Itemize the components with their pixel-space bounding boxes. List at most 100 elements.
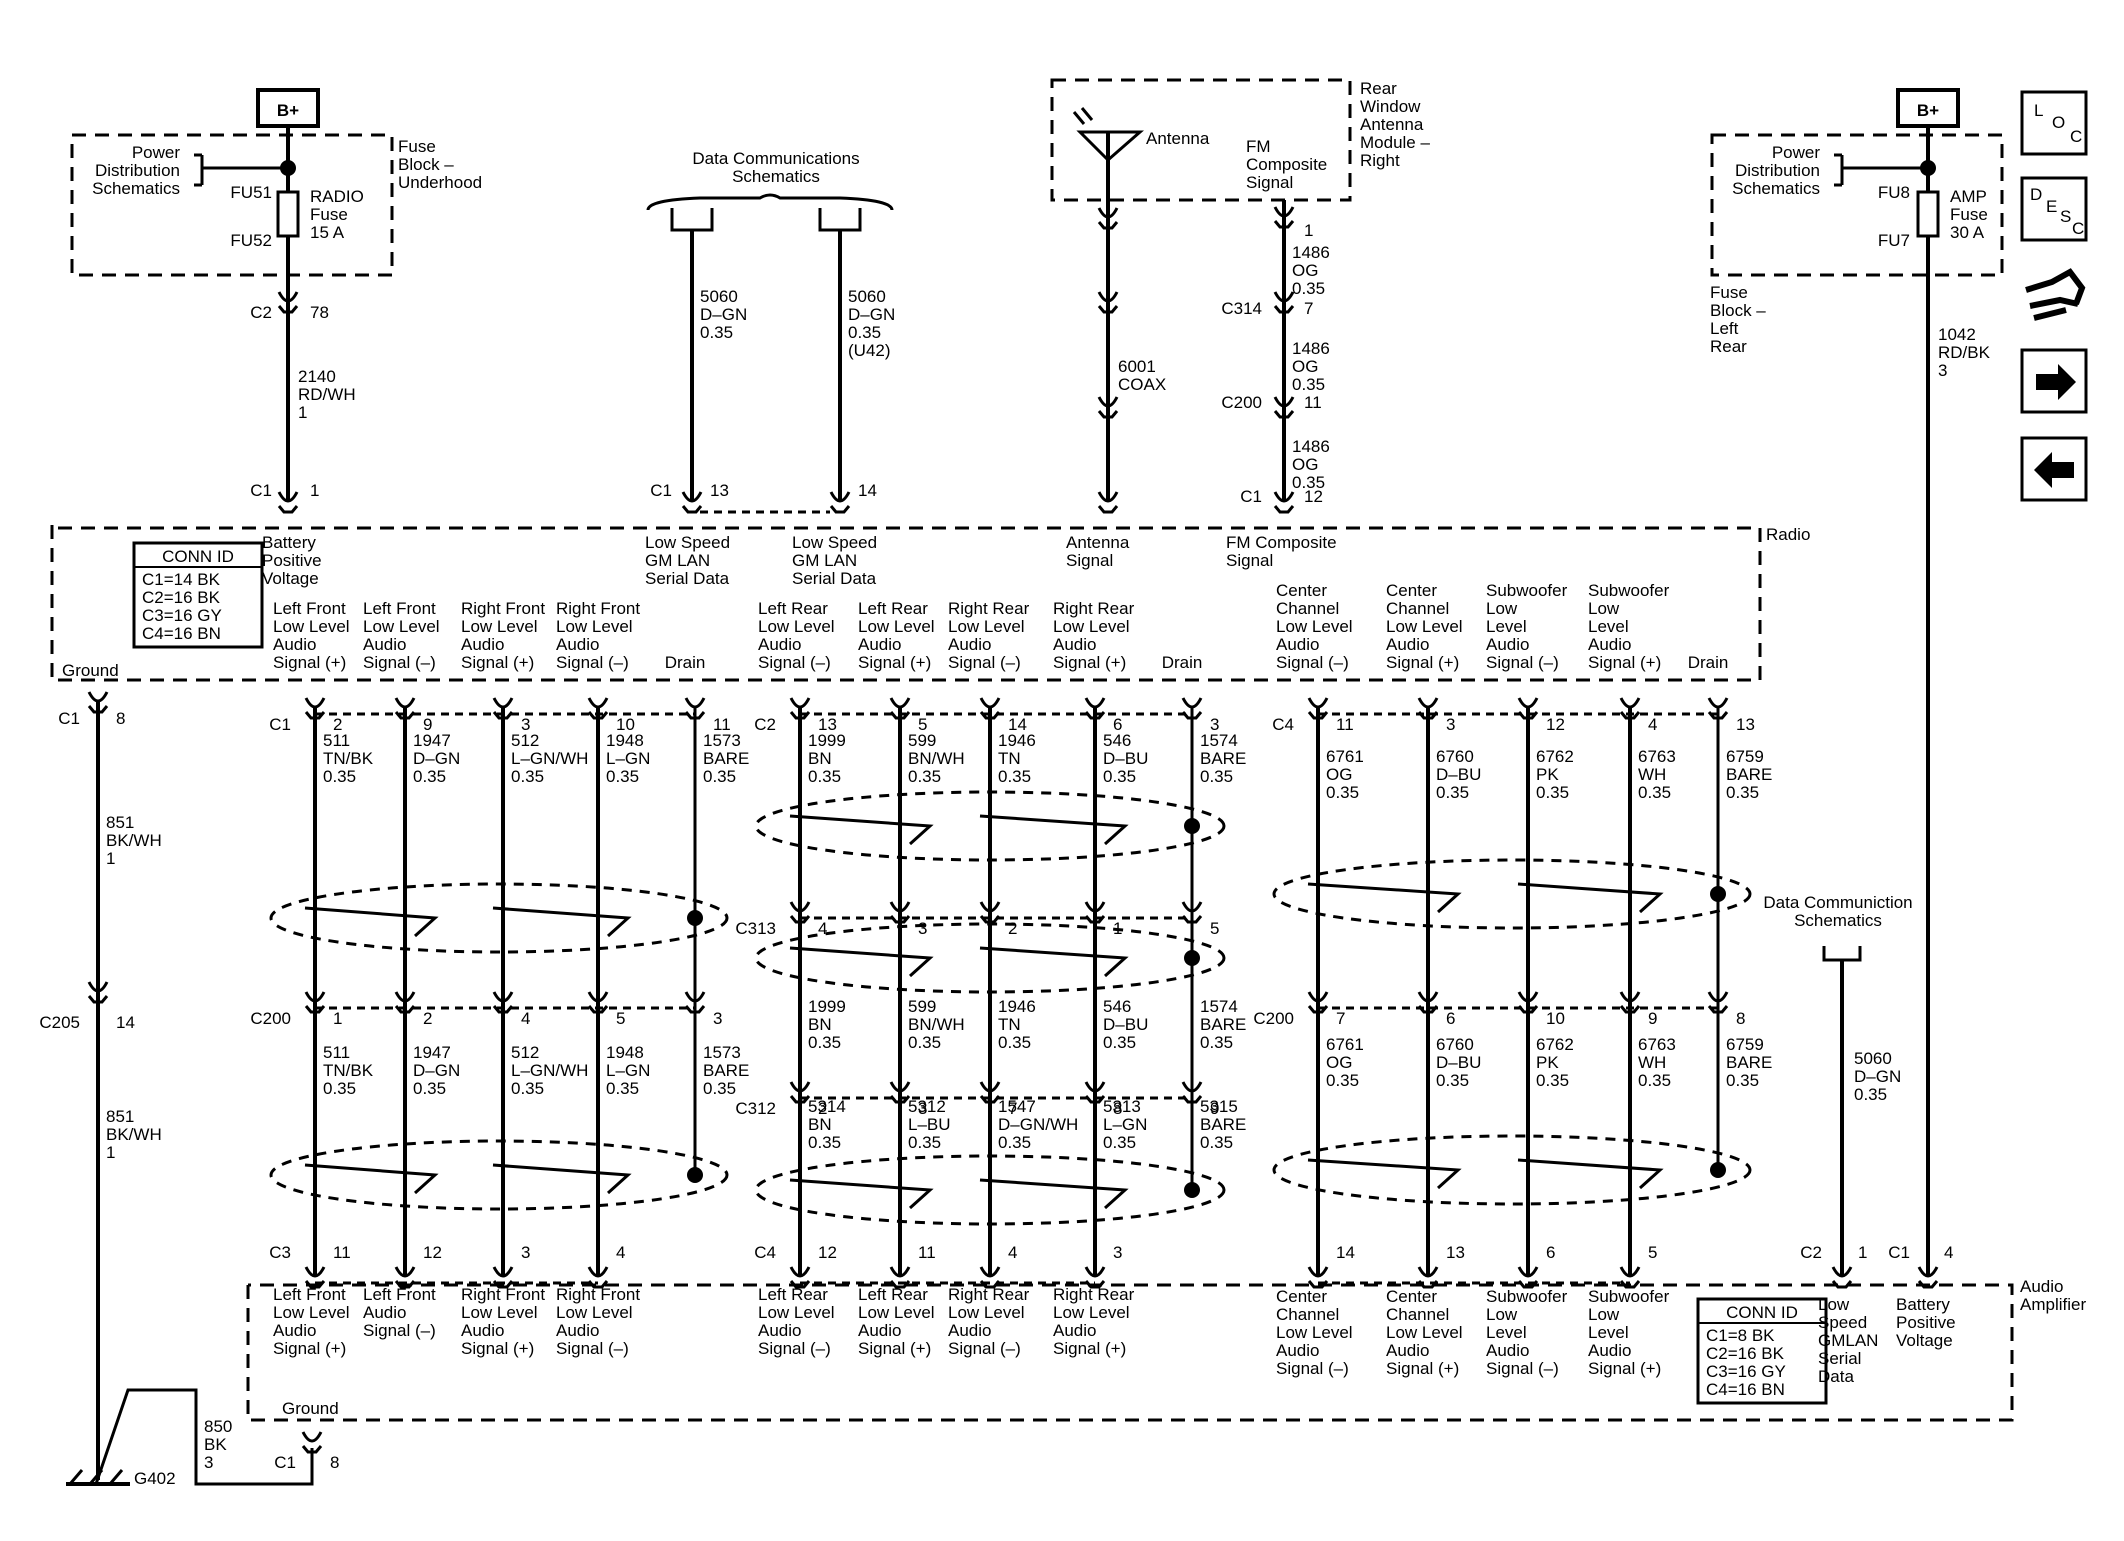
wire-label: 6762: [1536, 747, 1574, 766]
radio-fuse-icon: [276, 190, 300, 238]
radio-signal-label: Right Front: [461, 599, 545, 618]
inline-connector-label: C200: [250, 1009, 291, 1028]
wire-label: BN: [808, 749, 832, 768]
wire-5060a-label: D–GN: [700, 305, 747, 324]
low-speed-gmlan-b: Serial Data: [792, 569, 877, 588]
amp-signal-label: Low Level: [461, 1303, 538, 1322]
wire-label: 0.35: [808, 1133, 841, 1152]
wire-1042-label: RD/BK: [1938, 343, 1991, 362]
radio-pin: 13: [1736, 715, 1755, 734]
fm-pin-11: 11: [1304, 393, 1322, 412]
amp-signal-label: Center: [1276, 1287, 1327, 1306]
wire-label: BARE: [703, 1061, 749, 1080]
wire-label: BARE: [1200, 1015, 1246, 1034]
low-speed-gmlan-b: Low Speed: [792, 533, 877, 552]
connector-antenna: [1097, 491, 1119, 503]
wire-label: 1999: [808, 997, 846, 1016]
wire-label: L–GN/WH: [511, 749, 588, 768]
connector-fm: [1273, 396, 1295, 408]
radio-signal-label: Center: [1276, 581, 1327, 600]
connector-c1-1: [277, 491, 299, 503]
twist-pair-2: [492, 906, 632, 938]
loc-button[interactable]: [2020, 90, 2088, 156]
wire-5060a-label: 5060: [700, 287, 738, 306]
twist-pair-2: [979, 1178, 1129, 1210]
gmlan-amp-symbol: [1822, 946, 1862, 962]
wire-label: 0.35: [1103, 1133, 1136, 1152]
wire-label: 1947: [413, 1043, 451, 1062]
radio-ground-label: Ground: [62, 661, 119, 680]
amp-pin-1: 1: [1858, 1243, 1867, 1262]
wire-label: 6760: [1436, 1035, 1474, 1054]
connector-radio-pin: [492, 697, 514, 709]
radio-signal-label: Low Level: [461, 617, 538, 636]
wire-label: 512: [511, 731, 539, 750]
connector-inline: [492, 1005, 514, 1014]
low-speed-gmlan-a: Low Speed: [645, 533, 730, 552]
connector-amp-pin: [979, 1266, 1001, 1278]
amp-signal-label: Low Level: [858, 1303, 935, 1322]
amp-battery-label: Voltage: [1896, 1331, 1953, 1350]
twisted-pair-shield: [754, 1154, 1226, 1226]
amp-signal-label: Audio: [1276, 1341, 1319, 1360]
connector-radio-pin: [1417, 697, 1439, 709]
radio-signal-label: Level: [1486, 617, 1527, 636]
fm-composite-label: FM: [1246, 137, 1271, 156]
amp-connector-label: C4: [754, 1243, 776, 1262]
power-dist-right-text: Distribution: [1735, 161, 1820, 180]
data-comm-text: Schematics: [732, 167, 820, 186]
loc-C: C: [2070, 127, 2082, 146]
amp-fuse-label: 30 A: [1950, 223, 1985, 242]
connector-inline: [1619, 1005, 1641, 1014]
inline-pin: 2: [423, 1009, 432, 1028]
wire-label: D–BU: [1103, 1015, 1148, 1034]
wire-label: PK: [1536, 1053, 1559, 1072]
wire-label: 1999: [808, 731, 846, 750]
conn-id-entry: C2=16 BK: [1706, 1344, 1785, 1363]
radio-signal-label: Right Rear: [948, 599, 1030, 618]
c1-label: C1: [250, 481, 272, 500]
connector-radio-pin: [1619, 711, 1641, 720]
fu51-label: FU51: [230, 183, 272, 202]
amp-signal-label: Low: [1486, 1305, 1518, 1324]
wire-label: 0.35: [1200, 767, 1233, 786]
connector-inline: [587, 991, 609, 1003]
inline-pin: 2: [818, 1099, 827, 1118]
connector-coax: [1097, 410, 1119, 419]
connector-icon[interactable]: [2025, 268, 2086, 321]
radio-signal-label: Audio: [858, 635, 901, 654]
wire-label: 0.35: [511, 767, 544, 786]
wire-label: 0.35: [1200, 1133, 1233, 1152]
gmlan-connector-symbol: [670, 208, 714, 232]
amp-pin: 11: [918, 1243, 936, 1262]
amp-signal-label: Signal (+): [273, 1339, 346, 1358]
audio-amp-label: Audio: [2020, 1277, 2063, 1296]
inline-connector-label: C200: [1253, 1009, 1294, 1028]
prev-arrow-icon: [2034, 452, 2074, 488]
wire-label: 6761: [1326, 747, 1364, 766]
desc-button[interactable]: [2020, 176, 2088, 242]
connector-radio-pin: [684, 711, 706, 720]
next-button[interactable]: [2020, 348, 2088, 414]
amp-pin: 3: [1113, 1243, 1122, 1262]
connector-radio-pin: [304, 697, 326, 709]
wire-label: 0.35: [511, 1079, 544, 1098]
wire-1486a-label: 1486: [1292, 243, 1330, 262]
wire-label: D–BU: [1436, 1053, 1481, 1072]
connector-inline: [1181, 901, 1203, 913]
wire-label: PK: [1536, 765, 1559, 784]
connector-fm-c1: [1273, 505, 1295, 514]
pin-78: 78: [310, 303, 329, 322]
amp-signal-label: Signal (–): [1276, 1359, 1349, 1378]
audio-amp-label: Amplifier: [2020, 1295, 2086, 1314]
inline-pin: 6: [1446, 1009, 1455, 1028]
rear-window-label: Module –: [1360, 133, 1430, 152]
connector-gmlan: [829, 491, 851, 503]
radio-pin: 2: [333, 715, 342, 734]
wire-5060a-label: 0.35: [700, 323, 733, 342]
power-dist-text: Distribution: [95, 161, 180, 180]
twist-pair-1: [789, 814, 934, 846]
wire-label: 0.35: [1536, 783, 1569, 802]
desc-D: D: [2030, 185, 2042, 204]
